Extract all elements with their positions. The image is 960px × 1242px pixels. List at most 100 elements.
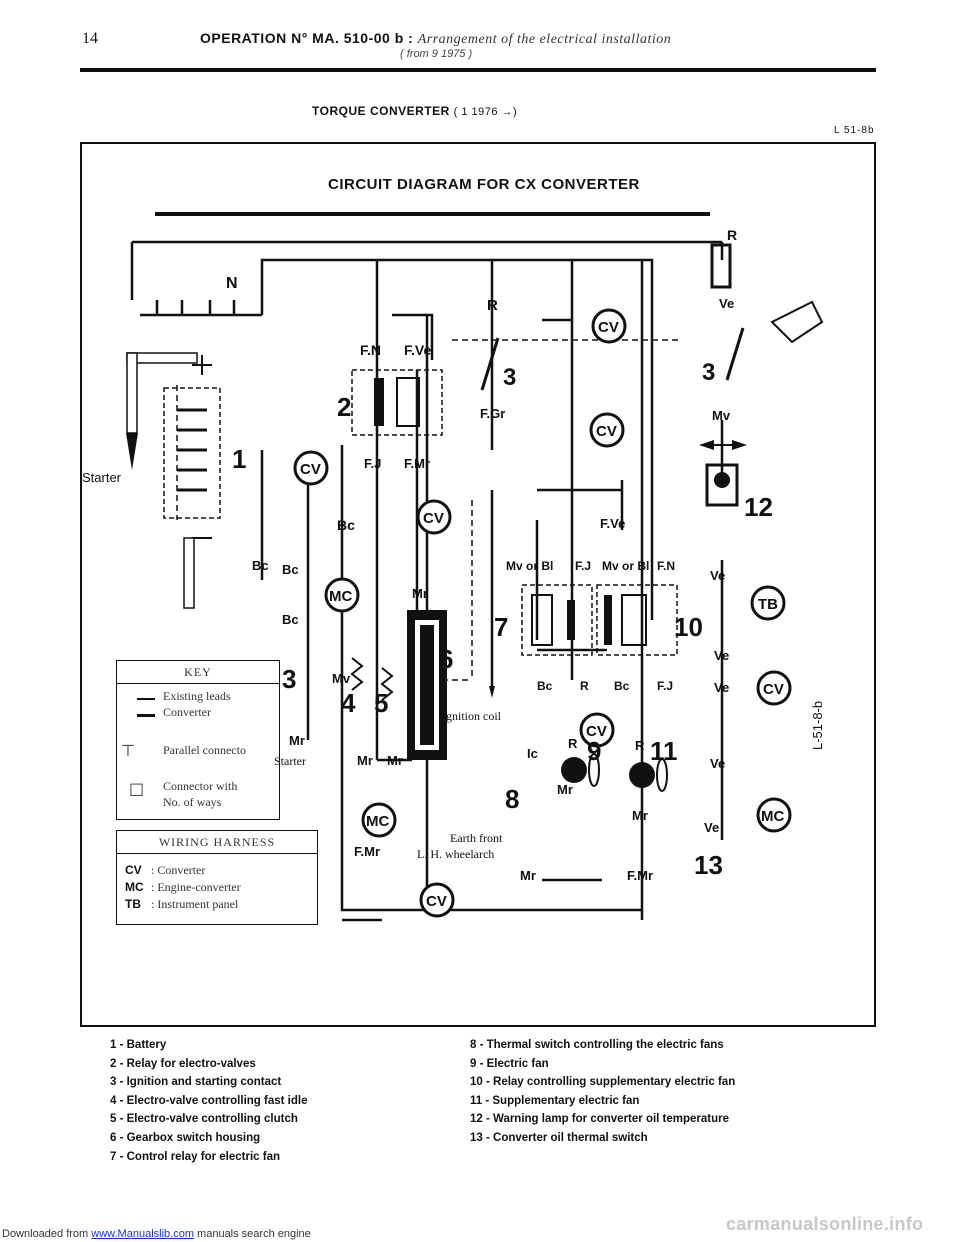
label-Mr-fan: Mr	[557, 782, 573, 797]
legend-item: 1 - Battery	[110, 1039, 167, 1051]
battery-symbol	[163, 355, 221, 539]
label-Ic: Ic	[527, 746, 538, 761]
diagram-title-rule	[155, 212, 710, 216]
circuit-diagram: N R Ve R Mv F.N F.Ve F.J F.Mr F.Gr F.Ve …	[82, 227, 825, 922]
relay-electro-valves	[351, 369, 443, 436]
harness-row: MC: Engine-converter	[117, 879, 317, 896]
label-Bc-left: Bc	[252, 558, 269, 573]
num-fan: 9	[587, 736, 601, 766]
label-Ve-top: Ve	[719, 296, 734, 311]
legend-left: 1 - Battery 2 - Relay for electro-valves…	[110, 1036, 307, 1166]
download-footer: Downloaded from www.Manualslib.com manua…	[2, 1228, 311, 1240]
label-TB: TB	[758, 596, 778, 613]
label-Mr-fan2: Mr	[632, 808, 648, 823]
ignition-contact-right	[725, 327, 745, 381]
operation-subtitle: ( from 9 1975 )	[400, 48, 473, 60]
warning-lamp	[705, 463, 739, 507]
num-relay-fan: 7	[494, 612, 508, 642]
label-CV-2: CV	[596, 423, 617, 440]
label-Mv-right: Mv	[712, 408, 731, 423]
operation-number: OPERATION N° MA. 510-00 b :	[200, 30, 414, 46]
label-Ve-mid: Ve	[714, 648, 729, 663]
label-FMr-bottom: F.Mr	[627, 868, 653, 883]
harness-code: CV	[125, 863, 142, 877]
legend-item: 6 - Gearbox switch housing	[110, 1131, 261, 1144]
num-battery: 1	[232, 444, 246, 474]
label-Bc-relay1: Bc	[537, 679, 553, 693]
label-Mr-mid: Mr	[357, 753, 373, 768]
wiring-heading: WIRING HARNESS	[117, 831, 317, 854]
label-MC-3: MC	[761, 808, 784, 825]
label-Mv-mid: Mv	[332, 671, 351, 686]
earth-cable	[183, 537, 195, 609]
manualslib-link[interactable]: www.Manualslib.com	[91, 1228, 194, 1240]
legend-right: 8 - Thermal switch controlling the elect…	[470, 1036, 735, 1148]
num-thermal-switch: 8	[505, 784, 519, 814]
label-R-fan2: R	[635, 738, 645, 753]
label-CV-5: CV	[763, 681, 784, 698]
label-FMr-left: F.Mr	[354, 844, 380, 859]
legend-item: 12 - Warning lamp for converter oil temp…	[470, 1113, 730, 1126]
relay-electric-fan	[521, 584, 593, 656]
label-R-ignition: R	[487, 297, 498, 314]
label-Mr-left: Mr	[289, 733, 305, 748]
label-MvBl-2: Mv or Bl	[602, 559, 649, 573]
legend-item: 9 - Electric fan	[470, 1057, 549, 1070]
gearbox-switch-housing	[407, 610, 447, 760]
label-earth-front: Earth front	[450, 831, 503, 845]
section-title-suffix: ( 1 1976 →)	[453, 106, 518, 118]
legend-item: 5 - Electro-valve controlling clutch	[110, 1113, 298, 1126]
connector-icon: □	[129, 779, 145, 798]
harness-desc: : Instrument panel	[151, 897, 239, 911]
label-Ve-tb: Ve	[710, 568, 725, 583]
diagram-frame	[80, 142, 876, 1027]
num-supp-fan: 11	[650, 736, 678, 766]
parallel-connector-icon: ⊤	[121, 741, 135, 760]
label-Bc-relay2: Bc	[614, 679, 630, 693]
label-Ve-mc: Ve	[714, 680, 729, 695]
legend-item: 11 - Supplementary electric fan	[470, 1094, 640, 1107]
label-R-top: R	[727, 227, 737, 243]
label-Ve-lower: Ve	[710, 756, 725, 771]
legend-item: 8 - Thermal switch controlling the elect…	[470, 1039, 724, 1051]
starter-relay	[710, 243, 732, 289]
diagram-title: CIRCUIT DIAGRAM FOR CX CONVERTER	[328, 176, 640, 193]
harness-code: MC	[125, 880, 144, 894]
electro-valve-clutch-coil	[380, 667, 394, 701]
label-FJ: F.J	[364, 456, 381, 471]
legend-item: 3 - Ignition and starting contact	[110, 1076, 282, 1089]
electric-fan-icon	[561, 753, 600, 787]
num-valve-fast-idle: 4	[341, 688, 356, 718]
num-ignition: 3	[503, 364, 516, 391]
existing-lead-sample	[137, 698, 155, 700]
legend-item: 10 - Relay controlling supplementary ele…	[470, 1076, 736, 1089]
ignition-key-icon	[770, 300, 824, 344]
watermark: carmanualsonline.info	[726, 1214, 924, 1234]
label-FGr: F.Gr	[480, 406, 505, 421]
key-panel: KEY Existing leads Converter ⊤ Parallel …	[116, 660, 280, 820]
label-CV-7: CV	[426, 893, 447, 910]
section-title-text: TORQUE CONVERTER	[312, 104, 450, 118]
label-FMr: F.Mr	[404, 456, 430, 471]
converter-lead-sample	[137, 714, 155, 717]
relay-supplementary-fan	[596, 584, 678, 656]
harness-code: TB	[125, 897, 141, 911]
label-CV-6: CV	[586, 723, 607, 740]
key-parallel: Parallel connecto	[163, 743, 246, 757]
label-N: N	[226, 275, 238, 292]
label-MvBl-1: Mv or Bl	[506, 559, 553, 573]
num-relay-valves: 2	[337, 392, 351, 422]
label-FN-relay: F.N	[657, 559, 675, 573]
key-connector-ways: No. of ways	[163, 795, 222, 809]
label-ignition-coil: Ignition coil	[442, 709, 502, 723]
num-warning-lamp: 12	[744, 492, 773, 522]
side-reference: L-51-8-b	[810, 701, 825, 750]
key-heading: KEY	[117, 661, 279, 684]
label-Mr-earth: Mr	[520, 868, 536, 883]
label-R-relay: R	[580, 679, 589, 693]
label-MC-2: MC	[366, 813, 389, 830]
label-CV-1: CV	[598, 319, 619, 336]
label-starter: Starter	[82, 470, 122, 485]
reference-code: L 51-8b	[834, 125, 875, 136]
label-FJ-relay2: F.J	[657, 679, 673, 693]
